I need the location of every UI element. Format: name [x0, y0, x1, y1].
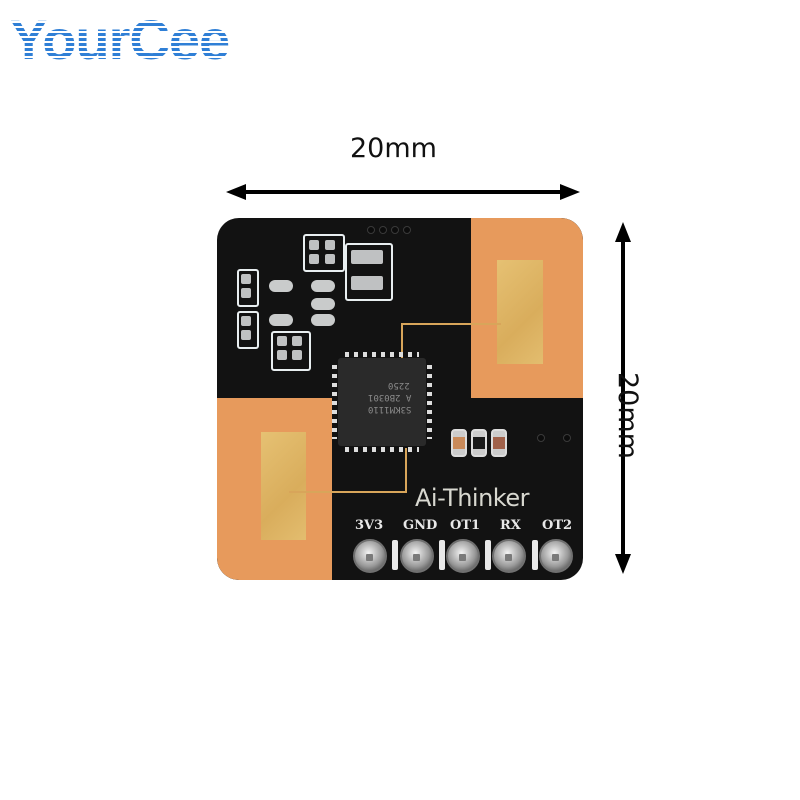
header-pin-rx — [492, 539, 526, 573]
header-pin-gnd — [400, 539, 434, 573]
pin-label-3v3: 3V3 — [355, 518, 384, 533]
pad — [292, 350, 302, 360]
quad-pad-footprint — [303, 234, 345, 272]
width-dimension-label: 20mm — [350, 133, 437, 164]
capacitor-footprint — [237, 269, 259, 307]
header-pin-3v3 — [353, 539, 387, 573]
pad — [351, 276, 383, 290]
via — [563, 434, 571, 442]
radar-module-pcb: S3KM1110 A 2B0301 2250 Ai-Thinker 3V3 GN… — [217, 218, 583, 580]
pad — [311, 298, 335, 310]
radar-chip: S3KM1110 A 2B0301 2250 — [338, 358, 426, 446]
pad — [325, 240, 335, 250]
chip-pins-bottom — [345, 447, 419, 452]
pad — [309, 254, 319, 264]
rx-antenna-patch — [261, 432, 306, 540]
pad — [241, 274, 251, 284]
capacitor-footprint — [237, 311, 259, 349]
rx-feed-trace — [289, 491, 407, 493]
via — [403, 226, 411, 234]
pad — [241, 330, 251, 340]
pad — [241, 288, 251, 298]
pad — [311, 314, 335, 326]
resistor — [491, 429, 507, 457]
pad — [277, 336, 287, 346]
via — [391, 226, 399, 234]
chip-pins-right — [427, 365, 432, 439]
pad — [269, 280, 293, 292]
via — [379, 226, 387, 234]
resistor — [471, 429, 487, 457]
pad — [351, 250, 383, 264]
pad — [292, 336, 302, 346]
inductor-footprint — [345, 243, 393, 301]
chip-marking-1: S3KM1110 — [368, 404, 412, 414]
tx-feed-trace-v — [401, 323, 403, 359]
pad — [311, 280, 335, 292]
silk-divider — [532, 540, 538, 570]
pad — [309, 240, 319, 250]
chip-pins-left — [332, 365, 337, 439]
chip-pins-top — [345, 352, 419, 357]
height-arrow-icon — [615, 222, 631, 574]
pin-label-gnd: GND — [403, 518, 438, 533]
header-pin-ot2 — [539, 539, 573, 573]
via — [537, 434, 545, 442]
pad — [325, 254, 335, 264]
brand-name: YourCee — [10, 8, 230, 71]
pad — [277, 350, 287, 360]
quad-pad-footprint — [271, 331, 311, 371]
width-arrow-icon — [226, 184, 580, 200]
silk-divider — [392, 540, 398, 570]
silk-divider — [485, 540, 491, 570]
pad — [241, 316, 251, 326]
header-pin-ot1 — [446, 539, 480, 573]
resistor — [451, 429, 467, 457]
manufacturer-silkscreen: Ai-Thinker — [415, 484, 529, 512]
chip-marking-2: A 2B0301 — [368, 392, 412, 402]
pin-label-rx: RX — [500, 518, 521, 533]
via — [367, 226, 375, 234]
pin-label-ot2: OT2 — [542, 518, 573, 533]
tx-antenna-patch — [497, 260, 543, 364]
brand-logo: YourCee — [10, 8, 230, 72]
pad — [269, 314, 293, 326]
rx-feed-trace-v — [405, 448, 407, 493]
silk-divider — [439, 540, 445, 570]
pin-label-ot1: OT1 — [450, 518, 481, 533]
tx-feed-trace — [401, 323, 501, 325]
chip-marking-3: 2250 — [388, 380, 410, 390]
